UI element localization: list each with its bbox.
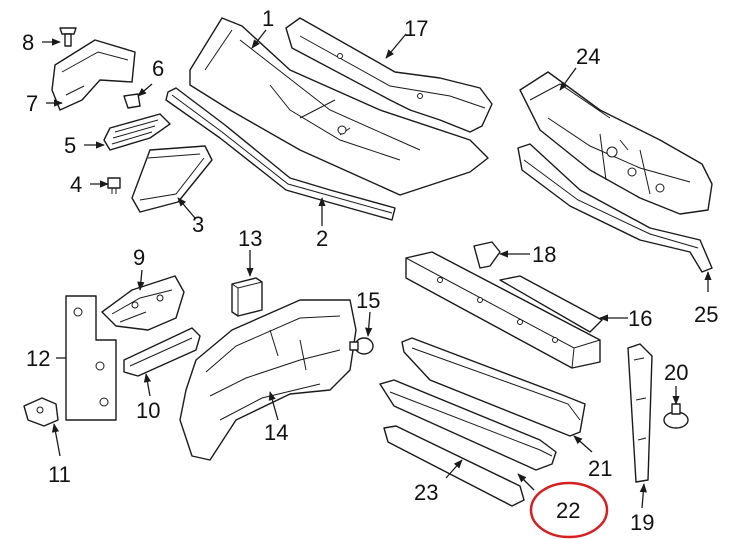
part-3-box-bracket [131,145,213,213]
highlight-circle [529,481,609,539]
part-7-side-bracket [51,39,136,111]
part-17-upper-strip [285,17,493,133]
label-part-8: 8 [22,30,34,55]
label-part-11: 11 [48,462,71,487]
part-13-foam-block [231,277,263,317]
part-15-grommet [349,337,374,355]
label-part-24: 24 [576,44,600,69]
label-part-16: 16 [628,306,652,331]
label-part-22: 22 [556,498,580,523]
part-22-lower-channel [379,379,557,471]
part-1-cowl-panel [189,17,489,196]
leader-lines [42,29,712,509]
label-part-25: 25 [694,302,718,327]
part-20-push-clip [663,403,689,429]
label-part-19: 19 [630,510,654,535]
label-part-6: 6 [152,56,164,81]
label-part-4: 4 [70,172,82,197]
part-25-lower-rail [517,143,713,273]
label-part-21: 21 [588,456,612,481]
label-part-2: 2 [316,226,328,251]
part-14-dash-panel [179,299,357,461]
label-part-14: 14 [264,420,288,445]
part-18-small-bracket [473,241,501,269]
part-11-clip-bracket [23,397,59,427]
label-part-12: 12 [26,346,50,371]
part-12-insulator-pad [65,295,117,421]
part-21-trough-panel [401,337,586,437]
part-8-push-pin [59,27,77,47]
label-part-7: 7 [26,91,38,116]
label-part-20: 20 [664,360,688,385]
label-part-17: 17 [404,16,428,41]
label-part-3: 3 [192,212,204,237]
part-24-frame-assembly [519,71,713,215]
part-4-bolt [107,177,121,194]
label-part-5: 5 [64,133,76,158]
part-6-clip [123,93,141,109]
label-part-9: 9 [133,245,145,270]
label-part-13: 13 [238,226,262,251]
part-10-small-strip [123,327,201,377]
part-19-vertical-strip [627,343,653,483]
part-2-reinforcement-bar [165,87,396,221]
label-part-23: 23 [414,480,438,505]
label-part-18: 18 [532,242,556,267]
part-9-mounting-bracket [101,275,185,331]
label-part-1: 1 [262,6,274,31]
label-part-15: 15 [356,288,380,313]
part-5-grille-plate [103,113,171,151]
label-part-10: 10 [136,398,160,423]
